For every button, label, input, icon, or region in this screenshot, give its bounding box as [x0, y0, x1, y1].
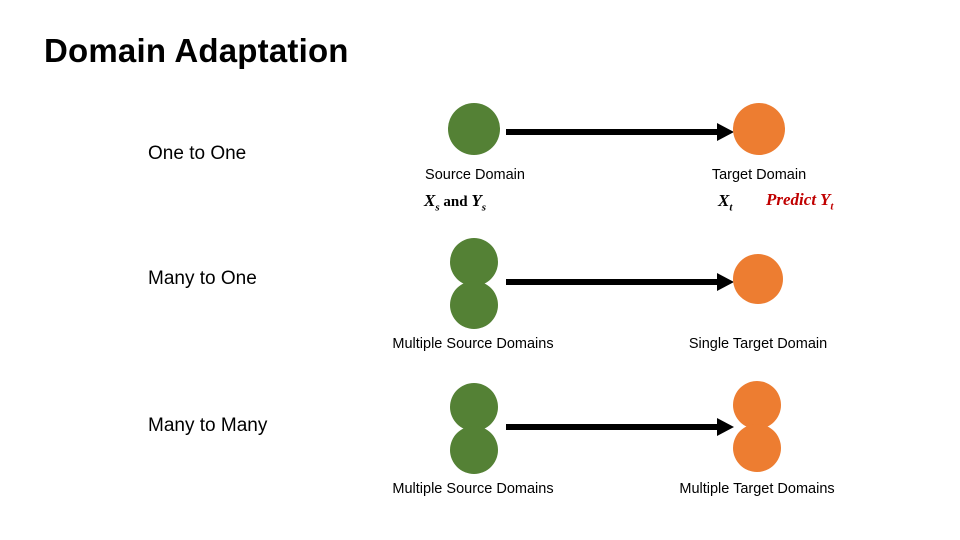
caption-source-row2: Multiple Source Domains — [392, 336, 554, 352]
caption-source-row3: Multiple Source Domains — [392, 481, 554, 497]
predict-y-sub: t — [830, 200, 834, 213]
row-label-one-to-one: One to One — [148, 143, 247, 164]
arrow-shaft-row2 — [506, 279, 717, 285]
target-circle-row2 — [733, 254, 783, 304]
math-target-x-sub: t — [729, 201, 733, 214]
arrow-head-row3 — [717, 418, 734, 436]
math-source-x: X — [424, 191, 436, 210]
target-circle-row1 — [733, 103, 785, 155]
arrow-shaft-row1 — [506, 129, 717, 135]
row-label-many-to-many: Many to Many — [148, 415, 268, 436]
source-circle-row1 — [448, 103, 500, 155]
caption-source-row1: Source Domain — [425, 167, 525, 183]
arrow-shaft-row3 — [506, 424, 717, 430]
row-label-many-to-one: Many to One — [148, 268, 257, 289]
math-source-row1: Xs and Ys — [424, 191, 486, 213]
math-source-and: and — [439, 194, 472, 210]
math-target-x: X — [718, 191, 730, 210]
target-circle-row3-a — [733, 381, 781, 429]
source-circle-row3-a — [450, 383, 498, 431]
caption-target-row3: Multiple Target Domains — [679, 481, 835, 497]
page-title: Domain Adaptation — [44, 32, 349, 69]
predict-y: Y — [819, 190, 831, 209]
math-source-x-sub: s — [435, 201, 440, 214]
math-source-y-sub: s — [481, 201, 486, 214]
source-circle-row2-b — [450, 281, 498, 329]
predict-text: Predict — [766, 190, 820, 209]
target-circle-row3-b — [733, 424, 781, 472]
math-target-row1: Xt — [718, 191, 732, 213]
predict-label-row1: Predict Yt — [766, 190, 833, 212]
caption-target-row1: Target Domain — [711, 167, 807, 183]
arrow-head-row1 — [717, 123, 734, 141]
caption-target-row2: Single Target Domain — [688, 336, 828, 352]
math-source-y: Y — [471, 191, 482, 210]
source-circle-row3-b — [450, 426, 498, 474]
source-circle-row2-a — [450, 238, 498, 286]
arrow-head-row2 — [717, 273, 734, 291]
